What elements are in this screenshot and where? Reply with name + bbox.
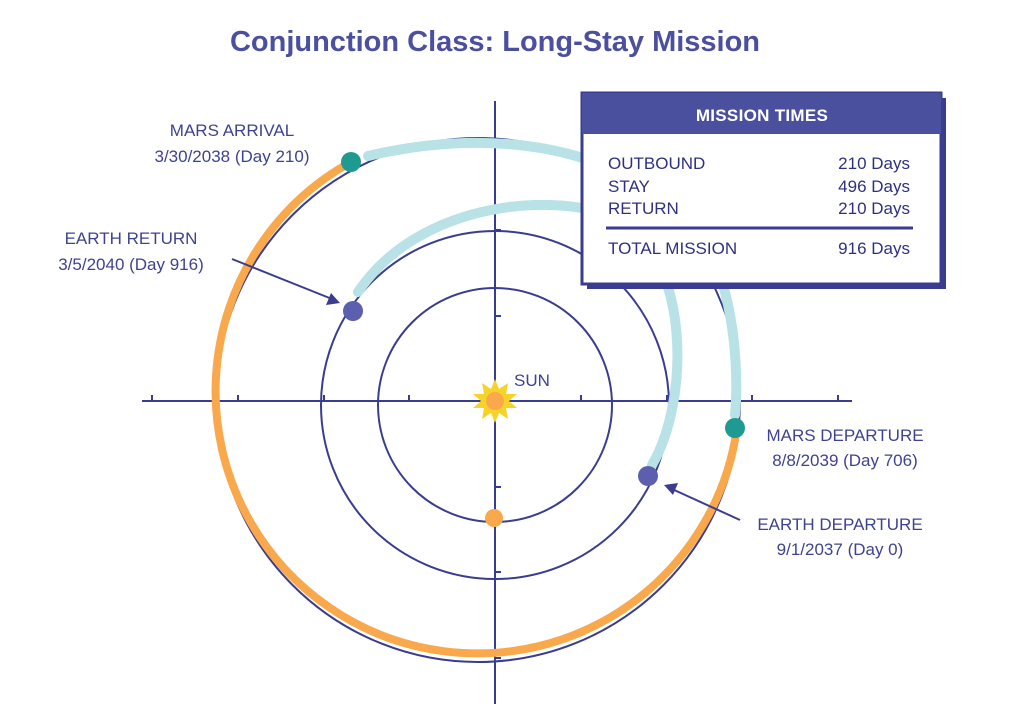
mars-departure-marker	[725, 418, 745, 438]
earth-return-label: EARTH RETURN	[65, 229, 198, 248]
mars-departure-date: 8/8/2039 (Day 706)	[772, 451, 918, 470]
mars-arrival-label: MARS ARRIVAL	[170, 121, 294, 140]
outbound-label: OUTBOUND	[608, 154, 705, 173]
mars-orbit-highlight	[211, 158, 741, 658]
total-mission-value: 916 Days	[838, 239, 910, 258]
sun-label: SUN	[514, 371, 550, 390]
stay-label: STAY	[608, 177, 650, 196]
page-title: Conjunction Class: Long-Stay Mission	[230, 26, 760, 58]
mars-arrival-date: 3/30/2038 (Day 210)	[155, 147, 310, 166]
mission-times-box: MISSION TIMES OUTBOUND 210 Days STAY 496…	[580, 91, 946, 289]
stay-value: 496 Days	[838, 177, 910, 196]
mars-arrival-marker	[341, 152, 361, 172]
earth-departure-arrow	[664, 483, 741, 521]
sun-icon	[473, 379, 517, 423]
earth-return-marker	[343, 301, 363, 321]
outbound-value: 210 Days	[838, 154, 910, 173]
total-mission-label: TOTAL MISSION	[608, 239, 737, 258]
earth-return-date: 3/5/2040 (Day 916)	[58, 255, 204, 274]
earth-departure-label: EARTH DEPARTURE	[757, 515, 922, 534]
return-value: 210 Days	[838, 199, 910, 218]
return-label: RETURN	[608, 199, 679, 218]
mars-departure-label: MARS DEPARTURE	[766, 426, 923, 445]
earth-return-arrow	[231, 258, 340, 305]
earth-departure-date: 9/1/2037 (Day 0)	[777, 540, 904, 559]
earth-position-marker	[485, 509, 503, 527]
mission-times-header: MISSION TIMES	[696, 106, 828, 125]
earth-departure-marker	[638, 466, 658, 486]
